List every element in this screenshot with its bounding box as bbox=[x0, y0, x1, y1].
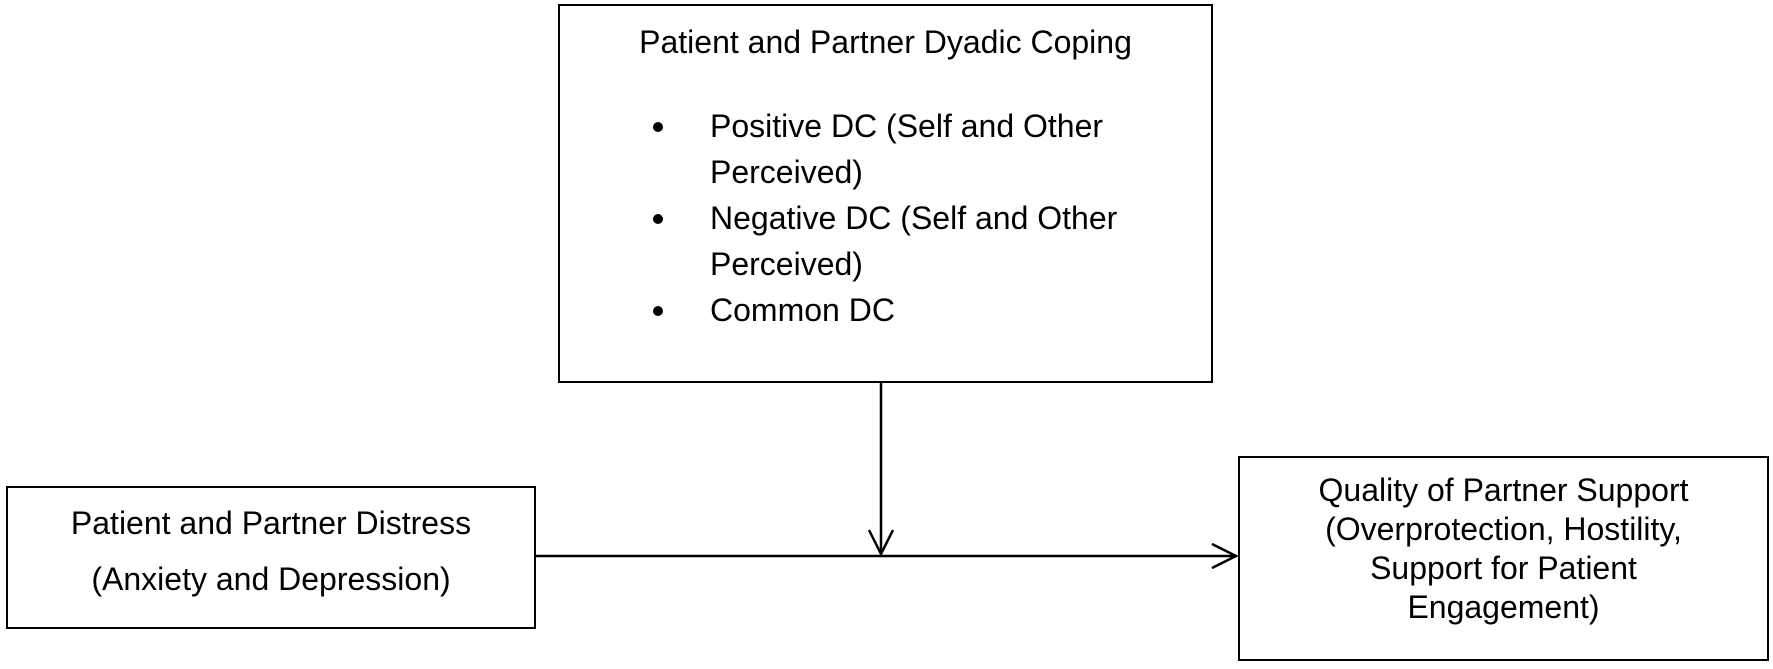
list-item: Negative DC (Self and Other Perceived) bbox=[560, 195, 1211, 287]
partner-support-line: Quality of Partner Support bbox=[1318, 472, 1689, 508]
list-item-line: Positive DC (Self and Other bbox=[710, 108, 1104, 144]
list-item: Common DC bbox=[560, 287, 1211, 333]
dyadic-coping-box: Patient and Partner Dyadic Coping Positi… bbox=[558, 4, 1213, 383]
list-item-line: Perceived) bbox=[710, 154, 863, 190]
list-item: Positive DC (Self and Other Perceived) bbox=[560, 103, 1211, 195]
list-item-line: Perceived) bbox=[710, 246, 863, 282]
distress-subtitle: (Anxiety and Depression) bbox=[91, 561, 451, 597]
bullet-icon bbox=[653, 306, 663, 316]
dyadic-coping-list: Positive DC (Self and Other Perceived) N… bbox=[560, 103, 1211, 333]
distress-title: Patient and Partner Distress bbox=[70, 505, 472, 541]
list-item-line: Common DC bbox=[710, 292, 895, 328]
moderation-arrowhead bbox=[867, 529, 895, 557]
bullet-icon bbox=[653, 214, 663, 224]
bullet-icon bbox=[653, 122, 663, 132]
dyadic-coping-title: Patient and Partner Dyadic Coping bbox=[639, 24, 1132, 60]
main-effect-arrowhead bbox=[1211, 542, 1239, 570]
partner-support-line: Engagement) bbox=[1407, 589, 1600, 625]
distress-box: Patient and Partner Distress (Anxiety an… bbox=[6, 486, 536, 629]
partner-support-line: (Overprotection, Hostility, bbox=[1325, 511, 1682, 547]
list-item-line: Negative DC (Self and Other bbox=[710, 200, 1118, 236]
partner-support-line: Support for Patient bbox=[1370, 550, 1637, 586]
partner-support-box: Quality of Partner Support (Overprotecti… bbox=[1238, 456, 1769, 661]
partner-support-text: Quality of Partner Support (Overprotecti… bbox=[1240, 471, 1767, 627]
